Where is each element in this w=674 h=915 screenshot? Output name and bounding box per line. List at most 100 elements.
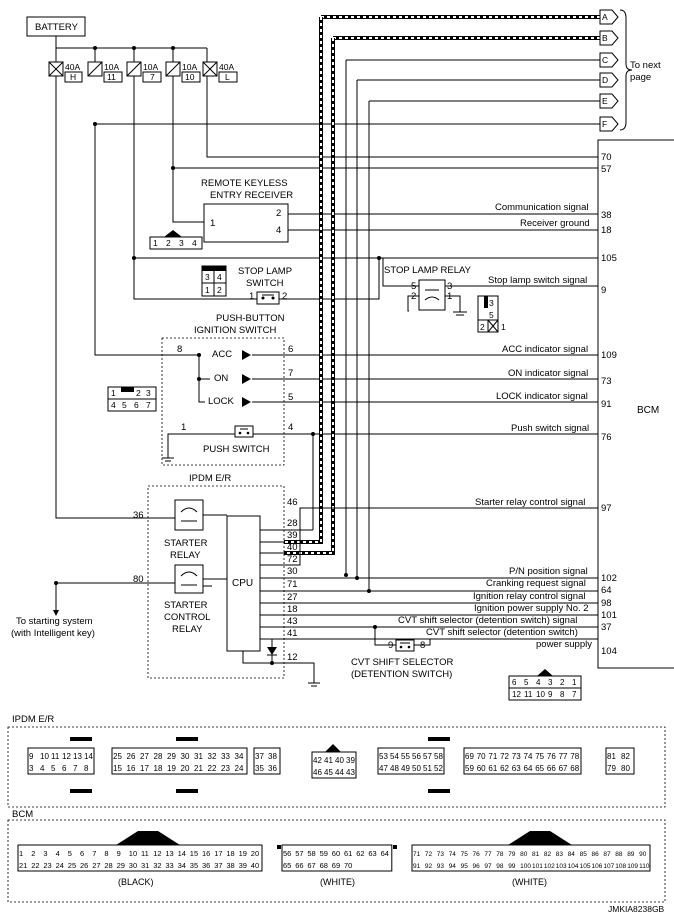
ipdm-conn-e-pin: 52 (434, 764, 443, 773)
ipdm-conn-b-pin: 25 (113, 752, 122, 761)
ipdm-conn-f-pin: 61 (488, 764, 497, 773)
bcm-conn-black-pin: 3 (43, 849, 47, 858)
bcm-small-connector-pin: 11 (524, 690, 533, 699)
starting-note-2: (with Intelligent key) (11, 628, 95, 639)
svg-text:102: 102 (601, 573, 617, 584)
svg-text:97: 97 (601, 503, 612, 514)
bcm-conn-black-pin: 1 (19, 849, 23, 858)
ipdm-conn-d (311, 751, 357, 779)
bcm-conn-white2-pin: 85 (580, 851, 588, 858)
ipdm-conn-a-pin: 7 (73, 764, 78, 773)
ipdm-box (147, 485, 285, 679)
bcm-conn-black-pin: 24 (56, 861, 64, 870)
bcm-conn-black-pin: 29 (117, 861, 125, 870)
bcm-conn-black-pin: 17 (214, 849, 222, 858)
stop-relay-box (418, 279, 446, 311)
bcm-conn-white1-pin: 58 (307, 849, 315, 858)
svg-text:ACC: ACC (212, 349, 232, 360)
ipdm-conn-tab-1 (70, 737, 92, 741)
ipdm-conn-e-pin: 54 (390, 752, 399, 761)
page-ref-C-label: C (602, 55, 608, 65)
ipdm-conn-f-pin: 74 (524, 752, 533, 761)
bcm-conn-white2-pin: 73 (437, 851, 445, 858)
ipdm-conn-e-pin: 53 (379, 752, 388, 761)
bcm-conn-white1-pin: 67 (307, 861, 315, 870)
fuse-L-amp: 40A (219, 62, 234, 72)
bcm-small-connector-pin: 4 (536, 678, 541, 687)
ipdm-conn-e-pin: 51 (423, 764, 432, 773)
ipdm-conn-a-pin: 3 (29, 764, 34, 773)
ipdm-conn-f-pin: 70 (477, 752, 486, 761)
svg-text:36: 36 (133, 510, 144, 521)
bcm-conn-white2-pin: 95 (461, 863, 469, 870)
svg-text:4: 4 (217, 272, 222, 282)
svg-text:73: 73 (601, 376, 612, 387)
svg-text:RELAY: RELAY (170, 550, 201, 561)
bcm-conn-white2-pin: 74 (449, 851, 457, 858)
svg-text:40: 40 (287, 542, 298, 553)
page-ref-E-label: E (602, 96, 608, 106)
bcm-connector-color-label: (WHITE) (512, 877, 547, 887)
cvt-title-1: CVT SHIFT SELECTOR (351, 657, 454, 668)
bcm-conn-white2-pin: 108 (615, 863, 626, 870)
keyless-title-1: REMOTE KEYLESS (201, 178, 288, 189)
ipdm-conn-d-pin: 46 (313, 768, 322, 777)
signal-9-text: Stop lamp switch signal (488, 275, 587, 286)
ipdm-conn-f-pin: 59 (465, 764, 474, 773)
ignition-title-2: IGNITION SWITCH (194, 325, 276, 336)
keyless-pin-4: 4 (276, 225, 281, 236)
bcm-connector-panel (7, 819, 666, 903)
ipdm-conn-b-pin: 30 (181, 752, 190, 761)
keyless-title-2: ENTRY RECEIVER (210, 190, 293, 201)
ipdm-conn-b-pin: 22 (208, 764, 217, 773)
ipdm-conn-b-pin: 28 (154, 752, 163, 761)
bcm-conn-white1-pin: 70 (344, 861, 352, 870)
svg-text:PUSH SWITCH: PUSH SWITCH (203, 444, 270, 455)
svg-text:37: 37 (601, 622, 612, 633)
bcm-conn-black-pin: 20 (251, 849, 259, 858)
bcm-conn-black-pin: 36 (202, 861, 210, 870)
svg-text:18: 18 (287, 604, 298, 615)
ipdm-er: IPDM E/R STARTER RELAY STARTER CONTROL R… (53, 76, 598, 687)
ipdm-conn-d-pin: 41 (324, 756, 333, 765)
bcm-conn-white2-pin: 79 (508, 851, 516, 858)
bcm-conn-black-pin: 6 (80, 849, 84, 858)
ipdm-conn-a-pin: 4 (40, 764, 45, 773)
push-switch-contact (234, 425, 254, 438)
svg-text:41: 41 (287, 628, 298, 639)
svg-text:8: 8 (177, 344, 182, 355)
ipdm-conn-f-pin: 64 (524, 764, 533, 773)
bcm-conn-black-pin: 5 (68, 849, 72, 858)
starting-note-1: To starting system (16, 616, 93, 627)
ipdm-conn-b-pin: 16 (127, 764, 136, 773)
fuse-H-id-box (64, 71, 83, 83)
bcm-conn-white2-pin: 92 (425, 863, 433, 870)
bcm-conn-white2-pin: 75 (461, 851, 469, 858)
cvt-switch-contact (395, 639, 415, 652)
svg-text:18: 18 (601, 225, 612, 236)
ipdm-conn-g-pin: 79 (607, 764, 616, 773)
signal-18-text: Receiver ground (520, 218, 590, 229)
ipdm-conn-f-pin: 68 (570, 764, 579, 773)
bcm-conn-white1-pin: 63 (368, 849, 376, 858)
svg-text:7: 7 (146, 400, 151, 410)
signal-38-text: Communication signal (495, 202, 588, 213)
bcm-small-connector-pin: 7 (572, 690, 577, 699)
starter-relay-coil (174, 499, 204, 531)
ipdm-conn-a-pin: 9 (29, 752, 34, 761)
ipdm-conn-b-pin: 26 (127, 752, 136, 761)
svg-text:5: 5 (489, 310, 494, 320)
bcm-conn-white2-pin: 105 (580, 863, 591, 870)
bcm-conn-white2-pin: 83 (556, 851, 564, 858)
bcm-conn-white1-pin: 69 (332, 861, 340, 870)
signal-91-text: LOCK indicator signal (496, 391, 588, 402)
push-button-ignition-switch: PUSH-BUTTON IGNITION SWITCH ACC ON LOCK … (107, 313, 293, 466)
svg-text:ON: ON (214, 373, 228, 384)
ipdm-conn-e-pin: 50 (412, 764, 421, 773)
ipdm-conn-d-pin: 40 (335, 756, 344, 765)
bcm-conn-white1-pin: 64 (381, 849, 389, 858)
ignition-title-1: PUSH-BUTTON (216, 313, 285, 324)
ipdm-conn-a (27, 747, 95, 775)
ipdm-conn-a-pin: 13 (73, 752, 82, 761)
ipdm-conn-f-pin: 67 (559, 764, 568, 773)
